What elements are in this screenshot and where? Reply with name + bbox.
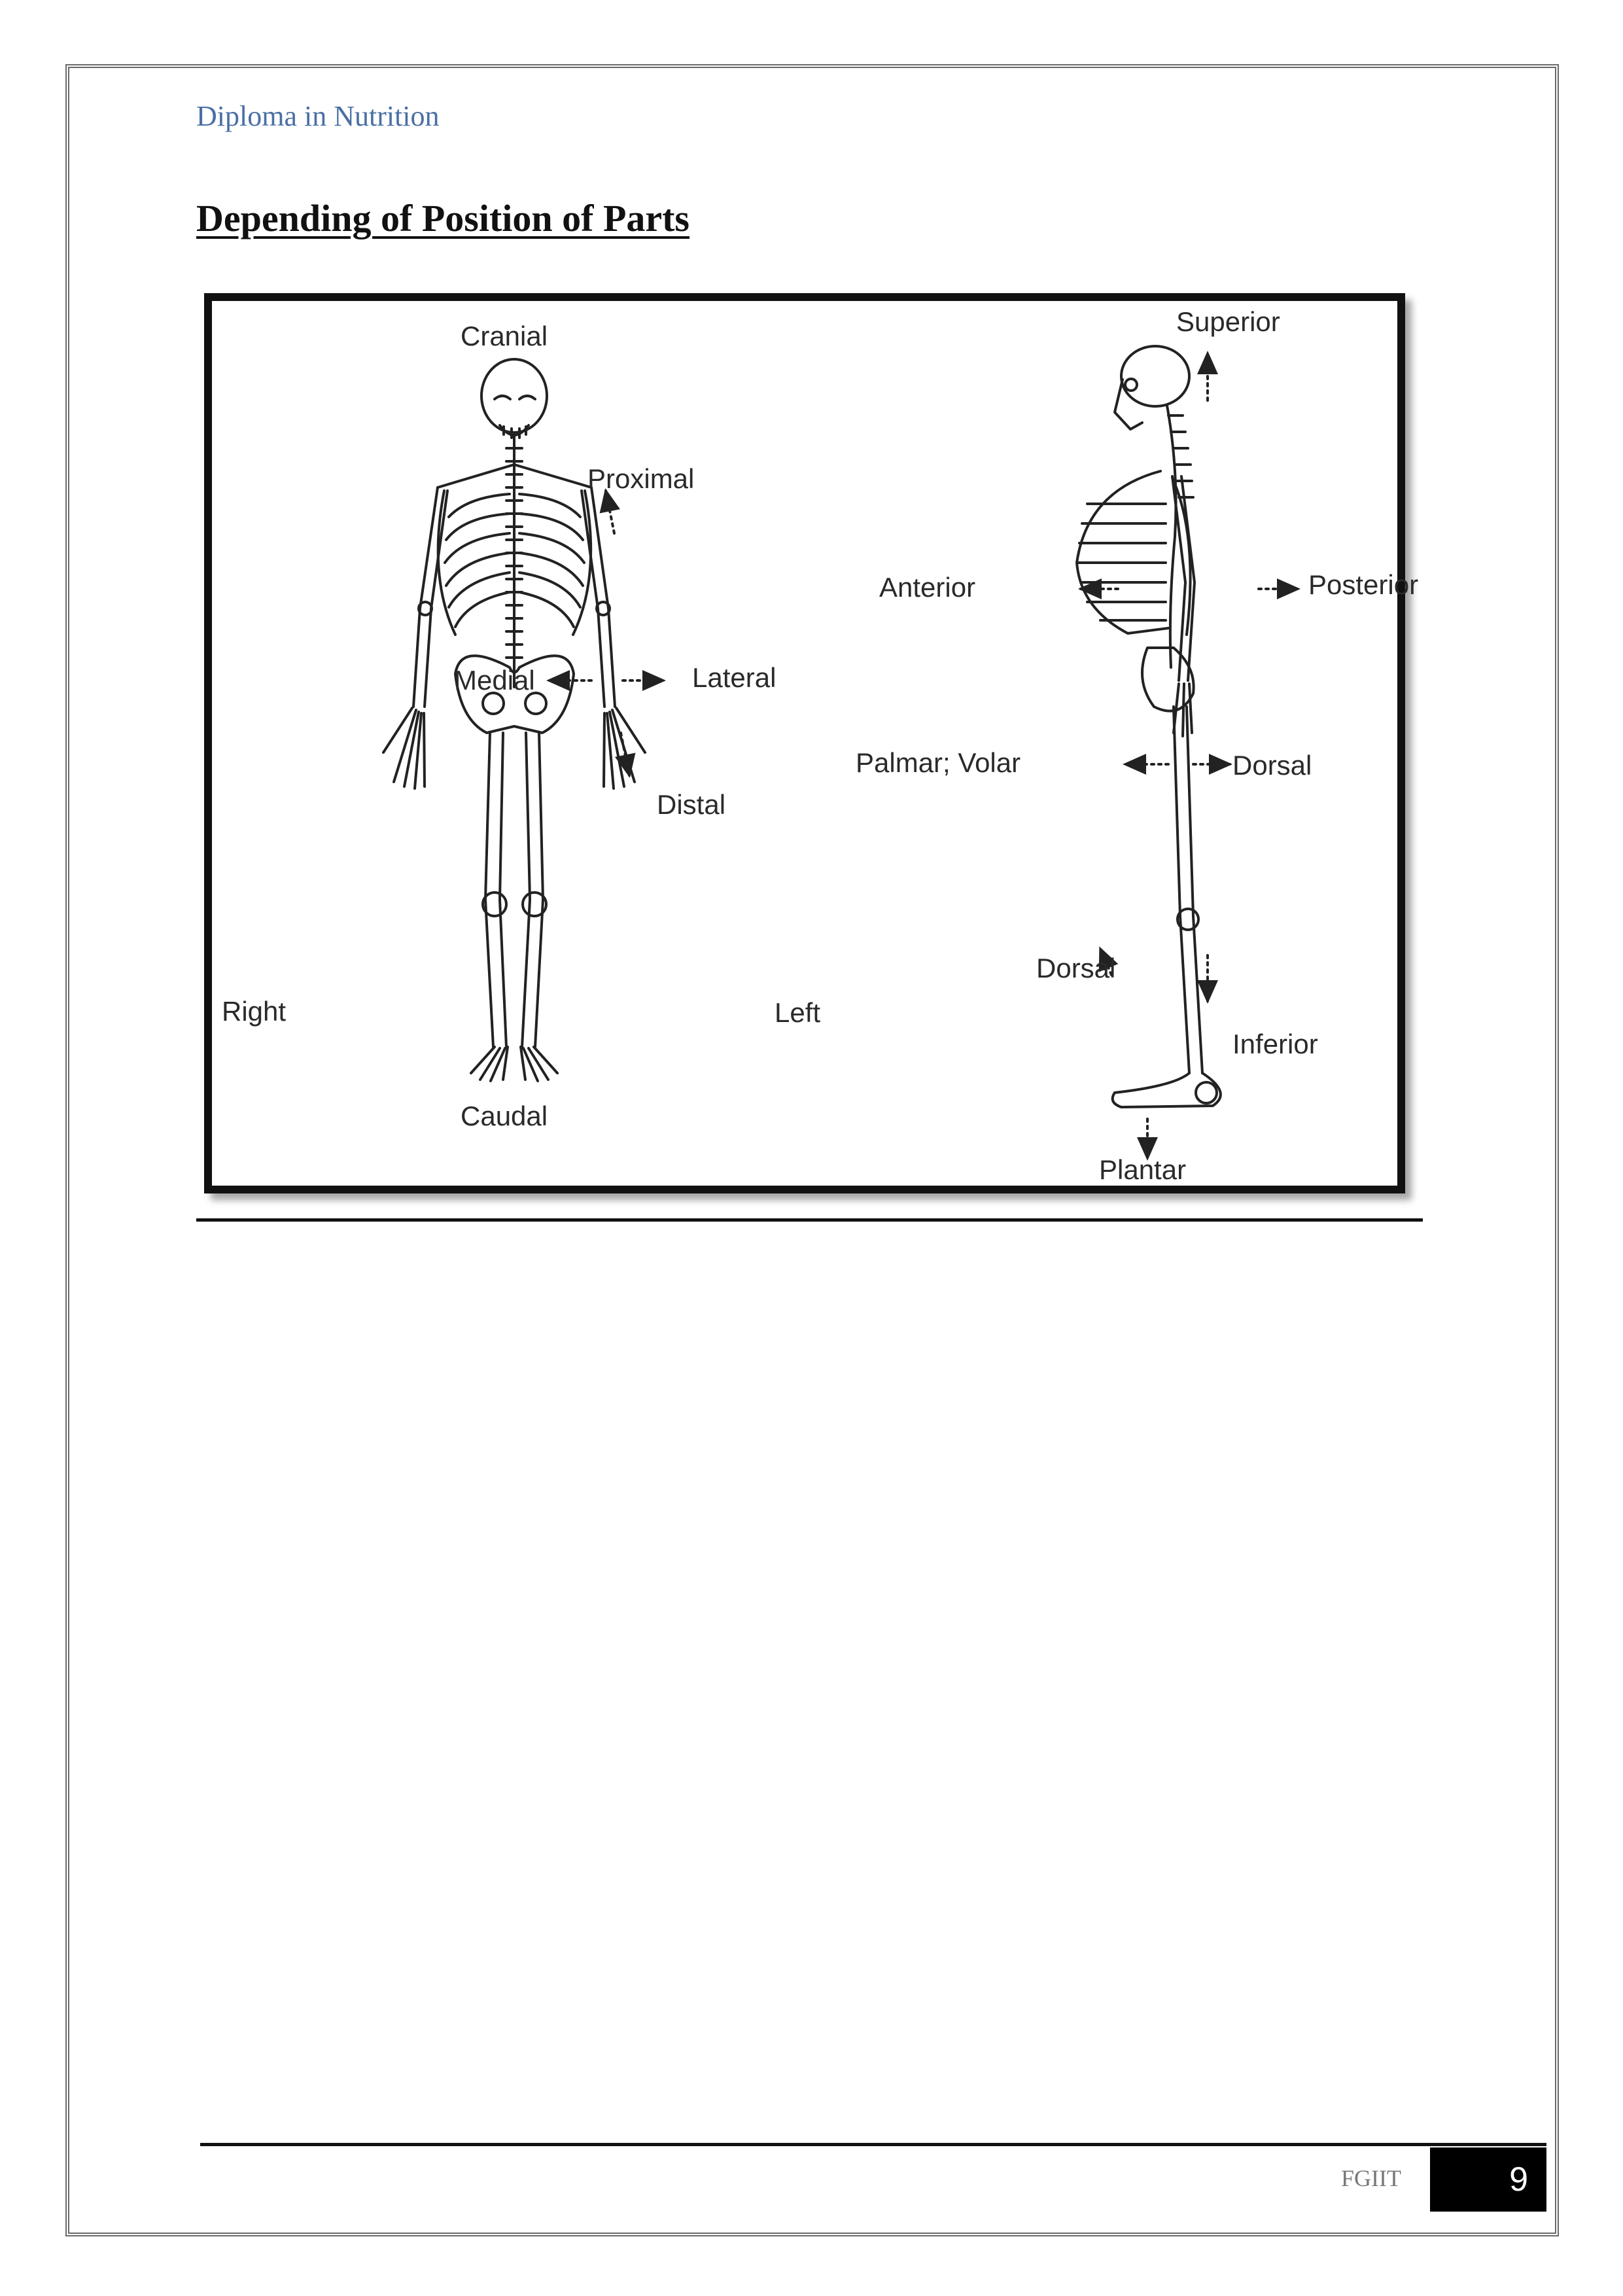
label-posterior: Posterior [1308, 569, 1418, 601]
label-plantar: Plantar [1099, 1154, 1186, 1186]
document-header: Diploma in Nutrition [196, 99, 440, 133]
label-anterior: Anterior [879, 572, 975, 603]
label-caudal: Caudal [461, 1101, 548, 1132]
label-distal: Distal [657, 789, 725, 821]
page-number: 9 [1430, 2147, 1546, 2212]
label-cranial: Cranial [461, 321, 548, 352]
label-lateral: Lateral [692, 662, 776, 694]
label-left: Left [775, 997, 820, 1029]
anatomical-position-figure: Cranial Proximal Medial Lateral Distal R… [204, 293, 1405, 1193]
label-right: Right [222, 996, 286, 1027]
section-title: Depending of Position of Parts [196, 196, 689, 240]
label-dorsal-hand: Dorsal [1232, 750, 1312, 781]
label-proximal: Proximal [587, 463, 694, 495]
side-skeleton [1077, 346, 1221, 1107]
section-divider [196, 1218, 1423, 1222]
label-medial: Medial [454, 665, 535, 696]
label-palmar-volar: Palmar; Volar [856, 747, 1021, 779]
footer-rule [200, 2143, 1546, 2146]
skeleton-diagram [212, 301, 1397, 1186]
label-superior: Superior [1176, 306, 1280, 338]
footer-org: FGIIT [1341, 2164, 1401, 2192]
label-inferior: Inferior [1232, 1029, 1318, 1060]
label-dorsal-foot: Dorsal [1036, 953, 1115, 984]
